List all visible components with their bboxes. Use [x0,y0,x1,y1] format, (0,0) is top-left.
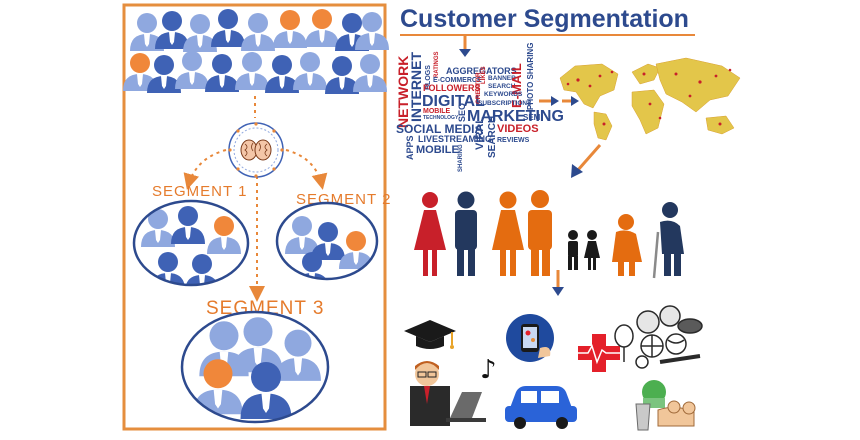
mobile-shopping-icon [506,314,554,362]
demographic-family-figures [414,190,684,279]
woman-figure-icon [414,192,446,276]
wc-viral: VIRAL [474,117,486,150]
wc-internet: INTERNET [408,52,424,122]
wc-likes: LIKES [481,66,487,84]
wc-keywords: KEYWORDS [484,91,523,98]
wc-ecommerce: E-COMMERCE [433,77,482,84]
segment-3-group [180,310,330,424]
couple-figure-icon [492,190,552,276]
wc-mobile: MOBILE [416,144,459,156]
segment-1-label: SEGMENT 1 [152,183,247,200]
children-figure-icon [568,230,600,270]
wc-videos: VIDEOS [497,123,539,135]
brain-icon [240,139,272,161]
left-panel-border [122,3,387,431]
graduation-cap-icon [404,320,456,349]
wc-technology: TECHNOLOGY [423,115,459,121]
wc-social-media: SOCIAL MEDIA [396,122,483,136]
wc-creator: CREATOR [475,72,482,104]
segment-1-group [132,199,250,287]
flow-connectors [183,96,328,302]
wc-mobile-small: MOBILE [423,108,451,115]
wc-blogs: BLOGS [425,65,432,90]
flow-arrows-right [459,36,602,296]
wc-seo: SEO [457,103,467,122]
wc-livestreaming: LIVESTREAMING [418,134,492,144]
wc-ratings: RATINGS [434,51,440,78]
wc-followers: FOLLOWERS [423,83,481,93]
customer-crowd [123,9,389,94]
digital-marketing-word-cloud: NETWORK INTERNET BLOGS RATINGS AGGREGATO… [395,43,564,172]
wc-email: E-MAIL [509,63,524,108]
wc-digital: DIGITAL [422,93,485,110]
man-at-laptop-icon [410,361,486,426]
wc-apps: APPS [405,135,415,160]
music-note-icon: ♪ [480,355,497,385]
cane-icon [652,231,660,279]
wc-sharing: SHARING [458,144,464,172]
wc-subscriptions: SUBSCRIPTIONS [478,100,532,107]
wc-search-vertical: SEARCH [487,116,498,158]
wc-photo-sharing: PHOTO SHARING [526,43,535,110]
wc-aggregators: AGGREGATORS [446,66,517,76]
elderly-man-figure-icon [660,202,684,276]
car-icon [505,386,577,429]
wc-search: SEARCH [488,83,516,90]
sports-equipment-icon [614,305,703,369]
segment-2-group [275,201,379,281]
world-map [559,57,741,141]
wc-network: NETWORK [395,56,411,128]
medical-cross-icon [578,334,620,372]
wc-banner: BANNER [488,75,516,82]
wc-sem: SEM [523,113,541,122]
wc-marketing: MARKETING [467,108,564,125]
man-figure-icon [455,191,477,276]
patient-care-icon [635,380,696,431]
brain-analytics-hub [228,122,284,178]
wc-reviews: REVIEWS [497,137,530,144]
elderly-woman-figure-icon [612,214,642,276]
page-title: Customer Segmentation [400,5,689,33]
